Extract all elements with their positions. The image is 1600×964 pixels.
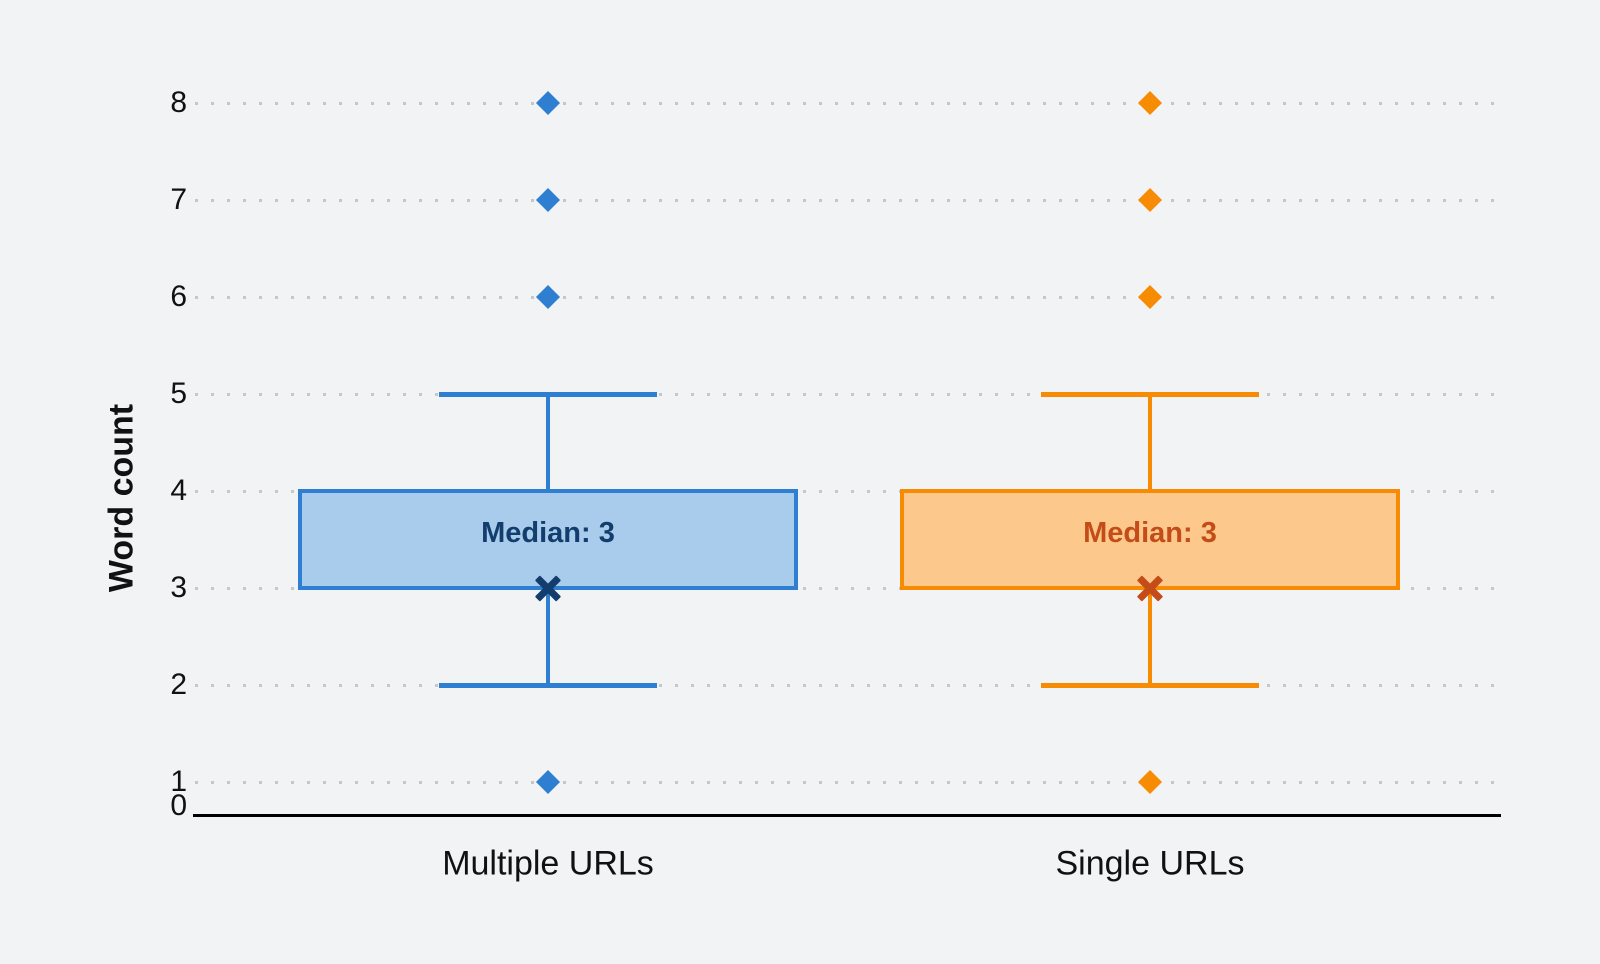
gridline [195, 392, 1500, 396]
outlier-diamond [1137, 187, 1163, 213]
y-tick-label: 8 [170, 86, 187, 119]
gridline [195, 101, 1500, 105]
whisker-upper-line [546, 394, 550, 491]
mean-x-marker [533, 573, 563, 603]
y-tick-label: 7 [170, 183, 187, 216]
outlier-diamond [1137, 769, 1163, 795]
gridline [195, 683, 1500, 687]
outlier-diamond [1137, 284, 1163, 310]
whisker-upper-cap [1041, 391, 1259, 397]
whisker-lower-cap [1041, 682, 1259, 688]
gridline [195, 198, 1500, 202]
iqr-box: Median: 3 [900, 489, 1400, 590]
gridline [195, 295, 1500, 299]
category-label: Multiple URLs [442, 844, 654, 883]
whisker-lower-cap [439, 682, 657, 688]
mean-x-marker [1135, 573, 1165, 603]
gridline [195, 489, 1500, 493]
median-label: Median: 3 [481, 517, 615, 549]
y-tick-label: 4 [170, 474, 187, 507]
outlier-diamond [535, 769, 561, 795]
x-axis-line [193, 813, 1501, 817]
gridline [195, 586, 1500, 590]
whisker-upper-line [1148, 394, 1152, 491]
outlier-diamond [1137, 90, 1163, 116]
median-label: Median: 3 [1083, 517, 1217, 549]
category-label: Single URLs [1055, 844, 1245, 883]
y-tick-label: 5 [170, 377, 187, 410]
whisker-lower-line [546, 588, 550, 685]
y-tick-label: 6 [170, 280, 187, 313]
whisker-upper-cap [439, 391, 657, 397]
gridline [195, 780, 1500, 784]
y-tick-label: 0 [170, 789, 187, 822]
outlier-diamond [535, 187, 561, 213]
outlier-diamond [535, 284, 561, 310]
outlier-diamond [535, 90, 561, 116]
whisker-lower-line [1148, 588, 1152, 685]
y-tick-label: 2 [170, 668, 187, 701]
y-tick-label: 1 [170, 765, 187, 798]
y-tick-label: 3 [170, 571, 187, 604]
